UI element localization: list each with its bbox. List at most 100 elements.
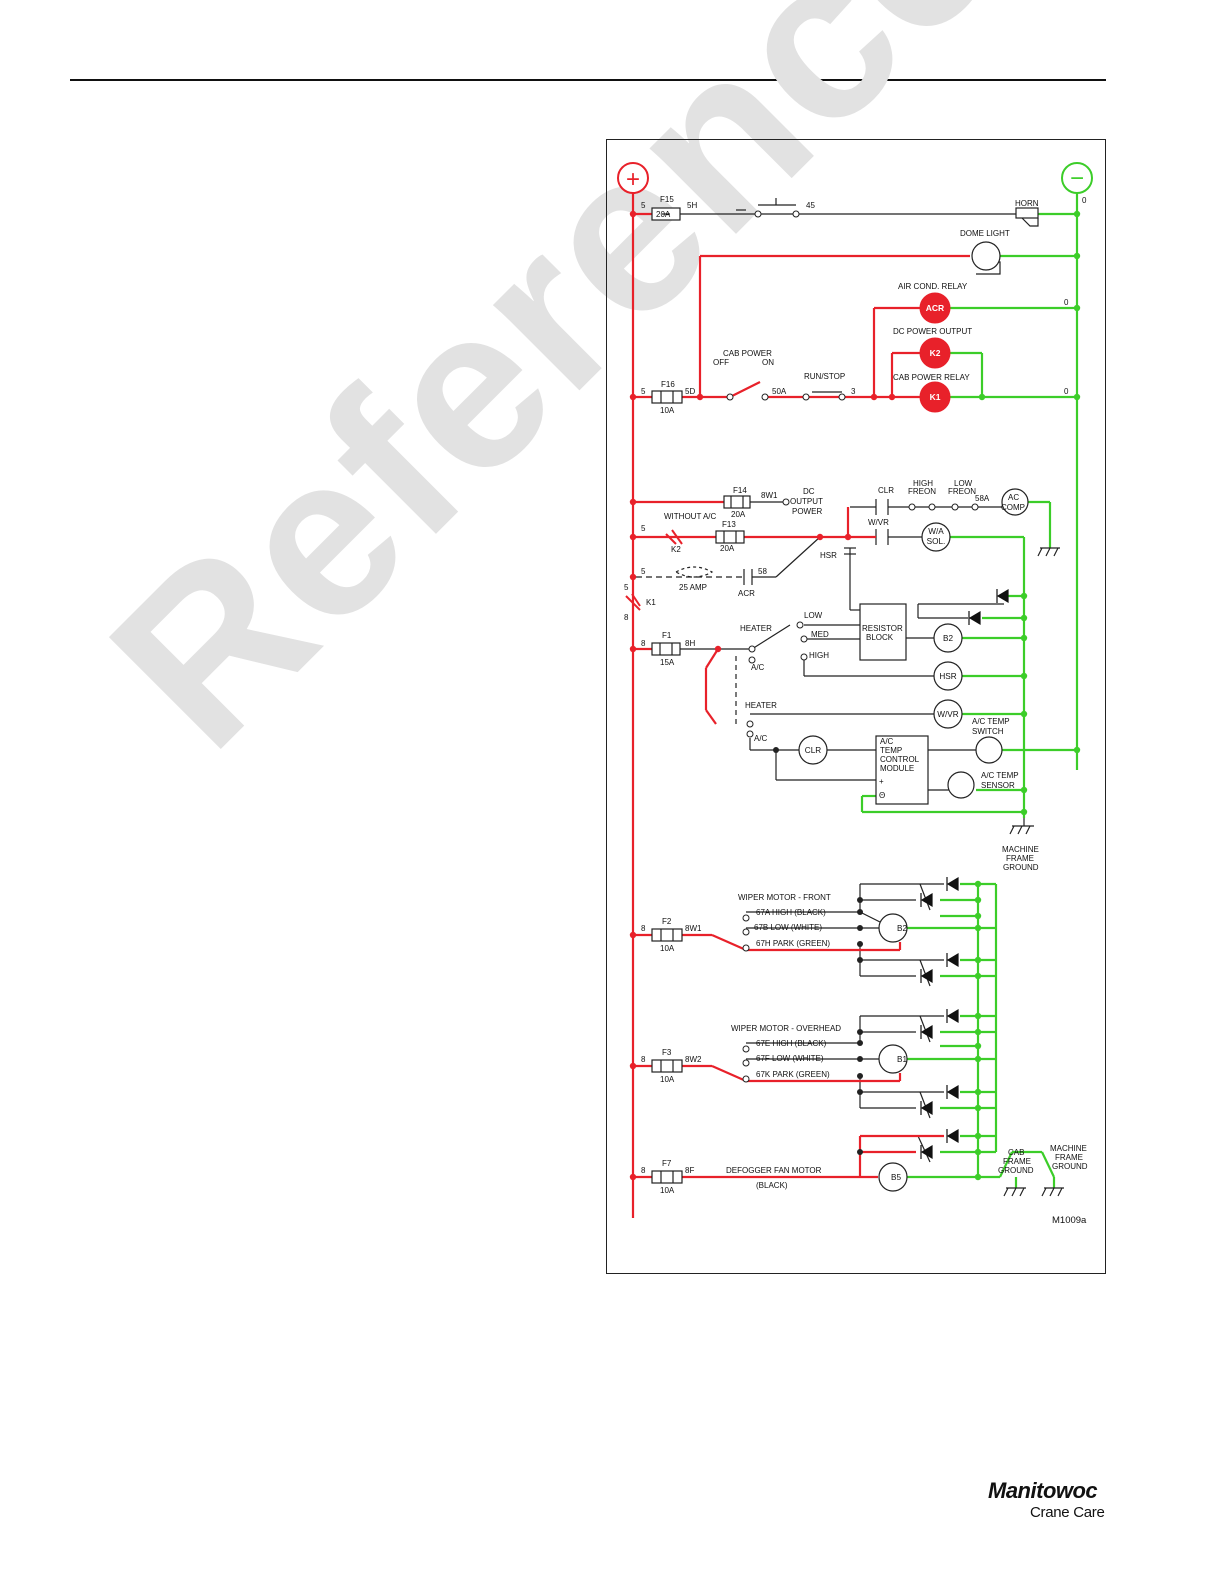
resistor-block (859, 603, 907, 661)
b2-wiper-label: B2 (897, 924, 907, 933)
wire-label-45: 45 (806, 201, 815, 210)
fuse-f7 (651, 1170, 683, 1184)
without-ac-label: WITHOUT A/C (664, 512, 717, 521)
dc-power-output-label: DC POWER OUTPUT (893, 327, 972, 336)
wire-67e-label: 67E HIGH (BLACK) (756, 1039, 827, 1048)
wiper-front-label: WIPER MOTOR - FRONT (738, 893, 831, 902)
k2-relay-coil (919, 337, 951, 369)
ac-temp-control-module (875, 735, 929, 805)
ground-symbol-machine-frame-b (1041, 1187, 1064, 1197)
defogger-black-label: (BLACK) (756, 1181, 788, 1190)
ac-temp-sensor-symbol (947, 771, 975, 799)
wire-label-8b: 8 (641, 639, 646, 648)
wiper-front-motor (878, 913, 908, 943)
fuse-f3 (651, 1059, 683, 1073)
dome-light-symbol (971, 241, 1001, 271)
logo-sub: Crane Care (1030, 1504, 1105, 1521)
cab-power-relay-label: CAB POWER RELAY (893, 373, 970, 382)
b2-blower-motor (933, 623, 963, 653)
wvr-coil-label: W/VR (937, 710, 958, 719)
wire-label-3: 3 (851, 387, 856, 396)
manitowoc-logo: Manitowoc Crane Care (988, 1478, 1118, 1538)
wire-label-5e: 5 (624, 583, 629, 592)
wire-label-5b: 5 (641, 387, 646, 396)
fuse-f13 (715, 530, 745, 544)
fuse-f1-label: F1 (662, 631, 672, 640)
low-label: LOW (804, 611, 823, 620)
wire-label-5h: 5H (687, 201, 697, 210)
heater-switch-label: HEATER (740, 624, 772, 633)
hsr-contact-label: HSR (820, 551, 837, 560)
horn-symbol (1015, 207, 1039, 219)
wire-label-8f: 8F (685, 1166, 694, 1175)
fuse-f2-rating: 10A (660, 944, 675, 953)
ac-temp-switch-symbol (975, 736, 1003, 764)
k2-contact-label: K2 (671, 545, 681, 554)
wa-sol-label-2: SOL. (927, 537, 946, 546)
fuse-f16 (651, 390, 683, 404)
module-plus-label: + (879, 777, 884, 786)
wire-label-8h: 8H (685, 639, 695, 648)
module-minus-label: Θ (879, 791, 885, 800)
fuse-f14-label: F14 (733, 486, 747, 495)
wire-label-5d2: 5 (641, 567, 646, 576)
fuse-f13-label: F13 (722, 520, 736, 529)
k1-relay-coil (919, 381, 951, 413)
wire-label-5d: 5D (685, 387, 695, 396)
air-cond-relay-label: AIR COND. RELAY (898, 282, 968, 291)
wire-label-8c: 8 (641, 924, 646, 933)
wire-label-8w1a: 8W1 (761, 491, 778, 500)
clr-coil-label: CLR (805, 746, 821, 755)
fuse-f3-label: F3 (662, 1048, 672, 1057)
horn-label: HORN (1015, 199, 1039, 208)
on-label: ON (762, 358, 774, 367)
acr-contact-label: ACR (738, 589, 755, 598)
positive-rail-symbol (617, 162, 649, 194)
diagram-frame (606, 139, 1106, 1274)
fuse-f15-label: F15 (660, 195, 674, 204)
fuse-f14 (723, 495, 751, 509)
ac-label: A/C (754, 734, 768, 743)
positive-rail-label: + (626, 166, 640, 193)
wiper-overhead-label: WIPER MOTOR - OVERHEAD (731, 1024, 841, 1033)
k2-coil-label: K2 (930, 348, 941, 358)
b1-label: B1 (897, 1055, 907, 1064)
fuse-f16-rating: 10A (660, 406, 675, 415)
ac-comp-symbol (1001, 488, 1029, 516)
defogger-label: DEFOGGER FAN MOTOR (726, 1166, 822, 1175)
amp25-label: 25 AMP (679, 583, 707, 592)
ground-symbol-ac-comp (1037, 547, 1060, 557)
clr-contact-label: CLR (878, 486, 894, 495)
wvr-coil (933, 699, 963, 729)
fuse-f2 (651, 928, 683, 942)
wire-67b-label: 67B LOW (WHITE) (754, 923, 822, 932)
ground-wire-0a: 0 (1082, 196, 1087, 205)
fuse-f16-label: F16 (661, 380, 675, 389)
fuse-f1 (651, 642, 681, 656)
med-label: MED (811, 630, 829, 639)
header-rule (70, 79, 1106, 81)
wire-label-8w2: 8W2 (685, 1055, 702, 1064)
dome-light-label: DOME LIGHT (960, 229, 1010, 238)
fuse-f2-label: F2 (662, 917, 672, 926)
wire-67h-label: 67H PARK (GREEN) (756, 939, 830, 948)
k1-coil-label: K1 (930, 392, 941, 402)
fuse-f7-label: F7 (662, 1159, 672, 1168)
b5-label: B5 (891, 1173, 901, 1182)
off-label: OFF (713, 358, 729, 367)
ground-wire-0c: 0 (1064, 387, 1069, 396)
negative-rail-label: − (1070, 165, 1084, 192)
b2-blower-label: B2 (943, 634, 953, 643)
wire-label-50a: 50A (772, 387, 787, 396)
ac-switch-label: A/C (751, 663, 765, 672)
cab-power-label: CAB POWER (723, 349, 772, 358)
